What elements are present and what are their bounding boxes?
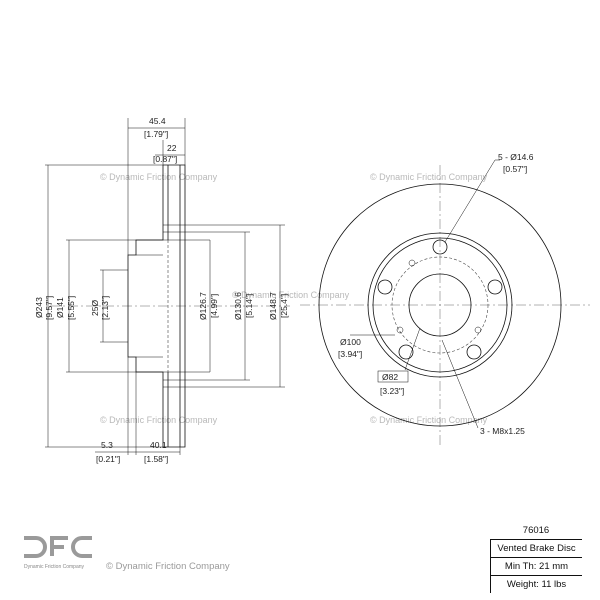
leader-threads: [441, 339, 479, 429]
dim-total-width-in: [1.79"]: [144, 129, 168, 139]
thread-hole-2: [474, 326, 482, 334]
label-bolt-circle: Ø100: [340, 337, 361, 347]
logo-letter-d: [24, 536, 47, 558]
side-view: 45.4 [1.79"] 22 [0.87"] Ø243 [9.57"] Ø14…: [34, 116, 290, 464]
dfc-logo: Dynamic Friction Company: [24, 536, 92, 570]
box-center-bore: [377, 370, 409, 383]
bolt-hole-1: [432, 239, 448, 255]
hat-outer-circle: [372, 237, 508, 373]
label-bolt-circle-in: [3.94"]: [338, 349, 362, 359]
leader-bolt-holes: [444, 159, 496, 243]
label-threads: 3 - M8x1.25: [480, 426, 525, 436]
thread-hole-1: [408, 259, 416, 267]
watermark-bottom-right: © Dynamic Friction Company: [370, 415, 488, 425]
dim-bottom-right: 40.1: [150, 440, 167, 450]
dim-pilot-dia: 25Ø: [90, 300, 100, 316]
watermark-bottom-left: © Dynamic Friction Company: [100, 415, 218, 425]
watermark-top-right: © Dynamic Friction Company: [370, 172, 488, 182]
watermark-top-left: © Dynamic Friction Company: [100, 172, 218, 182]
bolt-hole-2: [487, 279, 503, 295]
dim-hat-dia: Ø141: [55, 297, 65, 318]
dim-outer-dia-in: [9.57"]: [44, 296, 54, 320]
logo-subtitle: Dynamic Friction Company: [24, 564, 85, 570]
dim-pilot-dia-in: [2.13"]: [100, 296, 110, 320]
watermark-footer: © Dynamic Friction Company: [106, 561, 230, 572]
dim-friction-dia: Ø148.7: [268, 292, 278, 320]
part-number: 76016: [490, 522, 582, 540]
dim-friction-dia-in: [25.4"]: [279, 294, 289, 318]
dim-bottom-right-in: [1.58"]: [144, 454, 168, 464]
bolt-hole-5: [377, 279, 393, 295]
dim-hat-inner-in: [4.99"]: [209, 294, 219, 318]
logo-letter-c: [71, 536, 92, 558]
dim-inner-vent: Ø130.6: [233, 292, 243, 320]
leader-center-bore: [404, 327, 421, 371]
front-view: 5 - Ø14.6 [0.57"] Ø100 [3.94"] Ø82 [3.23…: [300, 152, 590, 445]
dim-bottom-left: 5.3: [101, 440, 113, 450]
logo-letter-f: [50, 536, 68, 556]
dim-disc-width: 22: [167, 143, 177, 153]
center-bore: [408, 273, 472, 337]
rotor-outer-circle: [318, 183, 562, 427]
bolt-circle: [391, 256, 489, 354]
dim-bottom-left-in: [0.21"]: [96, 454, 120, 464]
label-center-bore: Ø82: [382, 372, 398, 382]
dim-inner-vent-in: [5.14"]: [244, 294, 254, 318]
thread-hole-3: [396, 326, 404, 334]
bolt-hole-4: [398, 344, 414, 360]
dim-hat-inner: Ø126.7: [198, 292, 208, 320]
bolt-hole-3: [466, 344, 482, 360]
label-center-bore-in: [3.23"]: [380, 386, 404, 396]
part-info-box: 76016 Vented Brake Disc Min Th: 21 mm We…: [490, 522, 582, 593]
friction-inner-circle: [367, 232, 513, 378]
label-bolt-holes-in: [0.57"]: [503, 164, 527, 174]
weight: Weight: 11 lbs: [490, 576, 582, 593]
dim-outer-dia: Ø243: [34, 297, 44, 318]
dim-total-width: 45.4: [149, 116, 166, 126]
watermark-center: © Dynamic Friction Company: [232, 290, 350, 300]
dim-disc-width-in: [0.87"]: [153, 154, 177, 164]
label-bolt-holes: 5 - Ø14.6: [498, 152, 534, 162]
dim-hat-dia-in: [5.55"]: [66, 296, 76, 320]
part-type: Vented Brake Disc: [490, 540, 582, 558]
min-thickness: Min Th: 21 mm: [490, 558, 582, 576]
